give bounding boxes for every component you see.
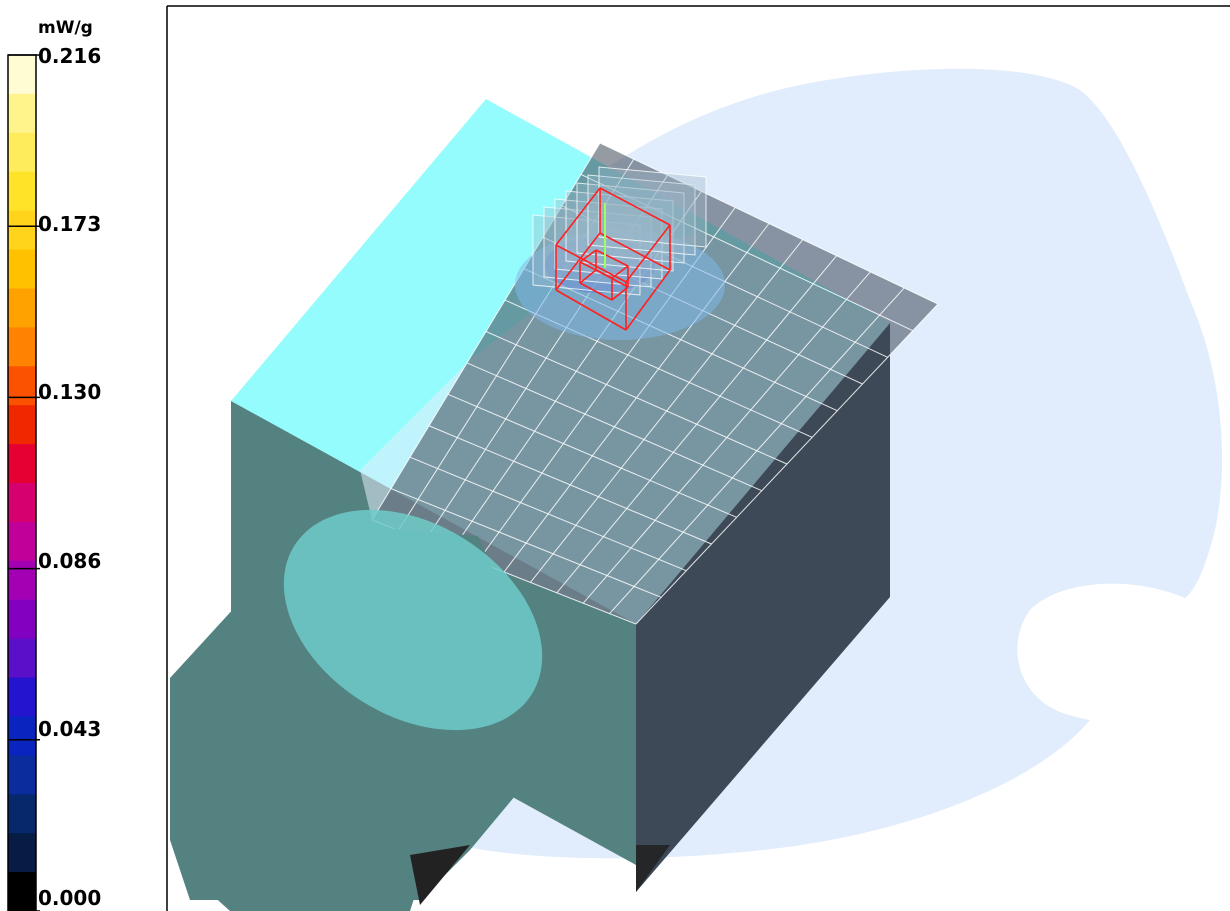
- zoom-slice: [565, 190, 674, 272]
- legend-color-cell: [8, 521, 36, 562]
- scan-grid-line: [409, 456, 687, 572]
- legend-color-cell: [8, 366, 36, 406]
- legend-color-cell: [8, 55, 36, 95]
- legend-color-cell: [8, 444, 36, 484]
- legend-color-cell: [8, 755, 36, 795]
- phantom-side-face: [636, 323, 890, 892]
- scan-grid-line: [466, 362, 763, 492]
- legend-color-cell: [8, 716, 36, 756]
- zoom-cube-edge: [625, 269, 671, 331]
- scan-grid-line: [447, 393, 737, 518]
- legend-color-cell: [8, 872, 36, 911]
- zoom-cube-edge: [555, 232, 601, 291]
- zoom-cube-edge: [611, 265, 629, 279]
- zoom-cube-edge: [555, 289, 627, 331]
- legend-color-cell: [8, 249, 36, 289]
- box-bottom-shadow: [636, 845, 670, 892]
- legend-color-cell: [8, 833, 36, 873]
- color-scale-legend: mW/g 0.216 0.173 0.130 0.086 0.043 0.000: [0, 0, 160, 911]
- zoom-cube-edge: [579, 269, 597, 284]
- legend-color-cell: [8, 599, 36, 640]
- color-scale-bar: [7, 54, 40, 911]
- zoom-cube-edge: [555, 187, 601, 246]
- legend-color-cell: [8, 210, 36, 251]
- area-scan-plane: [372, 143, 938, 624]
- scan-grid-line: [390, 488, 662, 598]
- zoom-cube-edge: [579, 261, 613, 279]
- scan-grid-line: [580, 173, 914, 332]
- legend-color-cell: [8, 288, 36, 328]
- scan-grid-line: [599, 142, 939, 305]
- zoom-slice: [576, 182, 685, 264]
- legend-color-cell: [8, 677, 36, 717]
- cylinder-shadow: [410, 845, 470, 905]
- zoom-cube-edge: [599, 232, 671, 271]
- scan-grid-line: [428, 425, 712, 545]
- zoom-cube-edge: [625, 224, 671, 283]
- legend-tick-1: 0.173: [38, 212, 102, 236]
- zoom-slice: [598, 166, 707, 248]
- zoom-cube-edge: [611, 286, 629, 301]
- legend-color-cell: [8, 405, 36, 445]
- zoom-cube-edge: [595, 249, 629, 267]
- legend-color-cell: [8, 560, 36, 601]
- zoom-cube-edge: [599, 187, 671, 226]
- legend-tick-3: 0.086: [38, 549, 102, 573]
- cylinder-body: [170, 509, 552, 911]
- legend-color-cell: [8, 483, 36, 523]
- cylinder-end-face: [170, 672, 426, 911]
- legend-tick-0: 0.216: [38, 44, 102, 68]
- zoom-cube-edge: [579, 282, 613, 301]
- legend-tick-2: 0.130: [38, 380, 102, 404]
- legend-color-cell: [8, 327, 36, 367]
- legend-color-cell: [8, 132, 36, 173]
- legend-color-cell: [8, 638, 36, 679]
- legend-color-cell: [8, 171, 36, 212]
- scan-grid-line: [485, 331, 788, 465]
- legend-tick-4: 0.043: [38, 717, 102, 741]
- zoom-scan-cube: [555, 187, 671, 331]
- legend-color-cell: [8, 93, 36, 134]
- zoom-cube-edge: [579, 249, 597, 263]
- legend-unit-label: mW/g: [38, 18, 93, 38]
- legend-tick-5: 0.000: [38, 886, 102, 910]
- legend-color-cell: [8, 794, 36, 834]
